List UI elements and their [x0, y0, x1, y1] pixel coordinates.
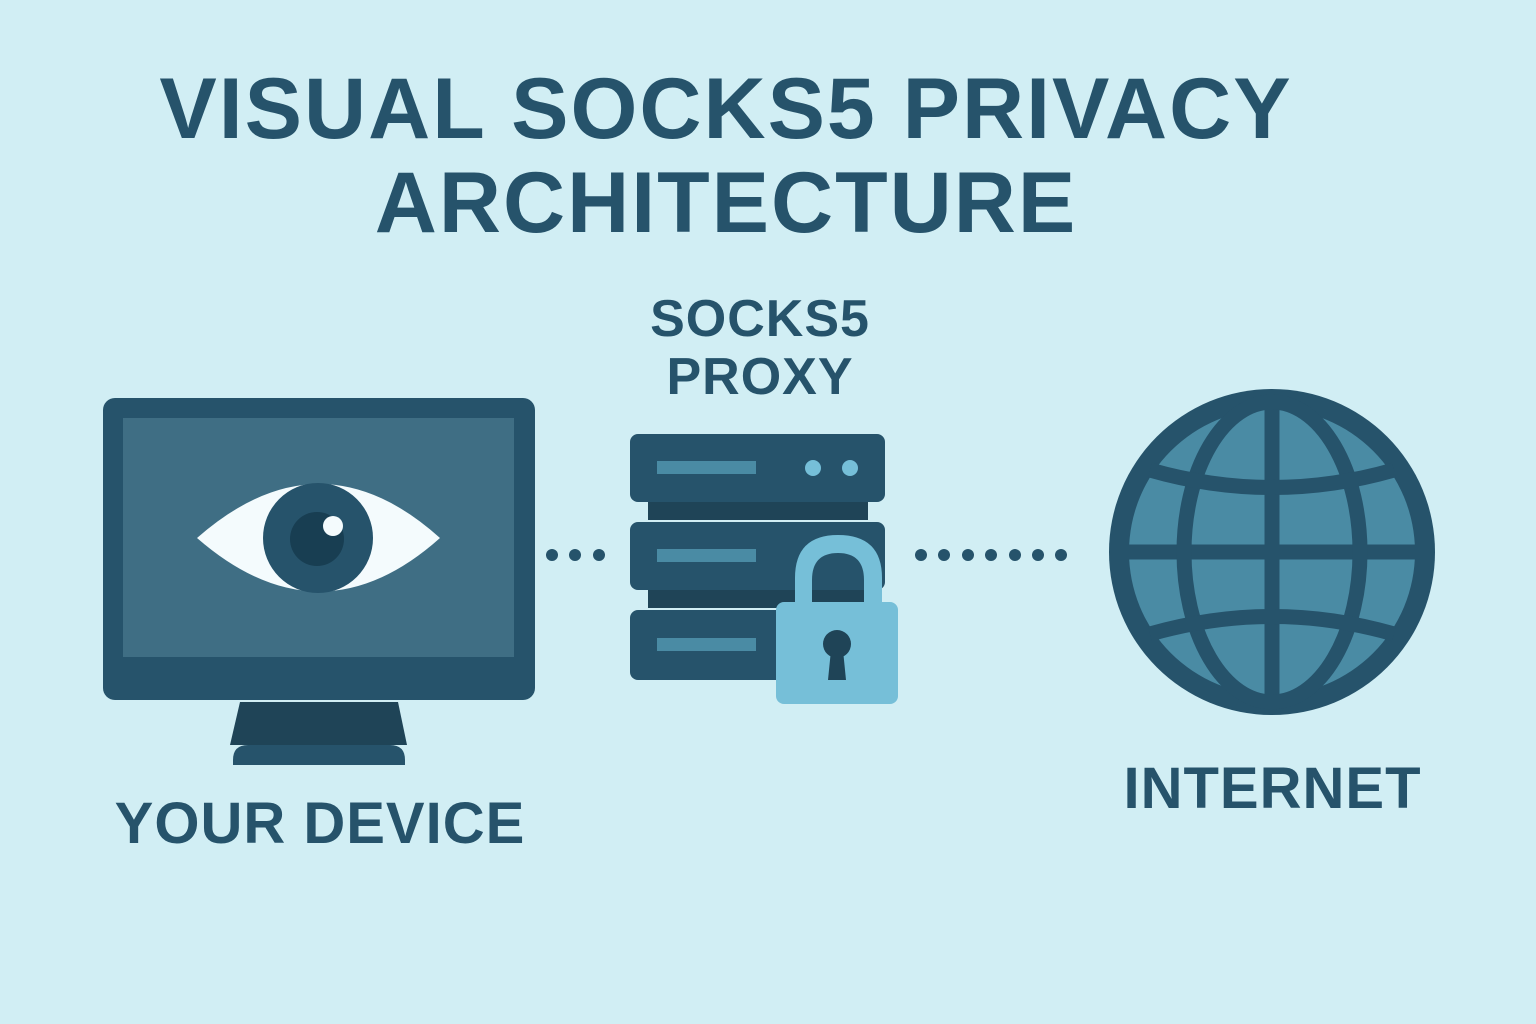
- device-label: YOUR DEVICE: [114, 791, 526, 856]
- internet-label: INTERNET: [1123, 756, 1422, 821]
- proxy-label: SOCKS5 PROXY: [600, 290, 920, 406]
- title-line-2: ARCHITECTURE: [374, 155, 1078, 251]
- proxy-label-line-2: PROXY: [666, 348, 854, 406]
- connection-device-proxy: [546, 549, 605, 561]
- monitor-with-eye-icon: [103, 398, 535, 765]
- title-line-1: VISUAL SOCKS5 PRIVACY: [159, 61, 1293, 157]
- globe-icon: [1109, 389, 1435, 715]
- connection-proxy-internet: [915, 549, 1067, 561]
- lock-icon: [776, 535, 898, 704]
- server-with-lock-icon: [630, 434, 898, 704]
- page-title: VISUAL SOCKS5 PRIVACY ARCHITECTURE: [0, 62, 1452, 250]
- proxy-label-line-1: SOCKS5: [650, 290, 870, 348]
